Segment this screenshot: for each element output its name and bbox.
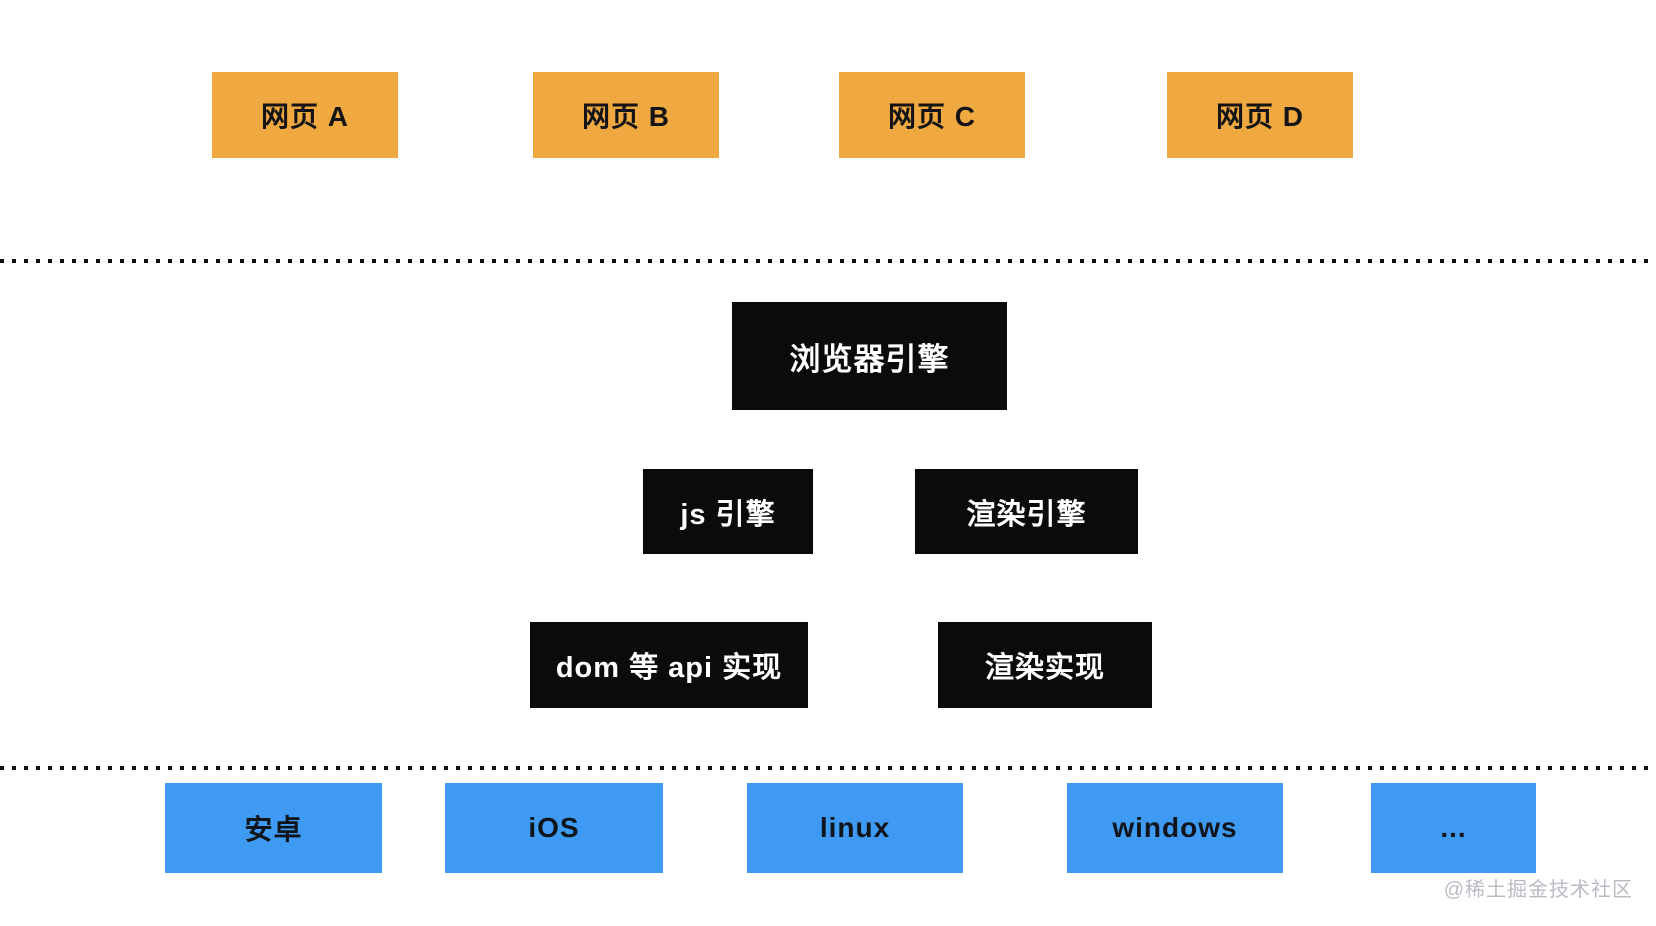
webpage-d-node: 网页 D [1167,72,1353,158]
browser-engine-node: 浏览器引擎 [732,302,1007,410]
dom-api-implementation-node: dom 等 api 实现 [530,622,808,708]
top-dotted-separator [0,259,1656,263]
js-engine-node: js 引擎 [643,469,813,554]
platform-android-node: 安卓 [165,783,382,873]
platform-windows-node: windows [1067,783,1283,873]
render-implementation-node: 渲染实现 [938,622,1152,708]
webpage-b-node: 网页 B [533,72,719,158]
platform-more-node: ... [1371,783,1536,873]
platform-linux-node: linux [747,783,963,873]
bottom-dotted-separator [0,766,1656,770]
webpage-c-node: 网页 C [839,72,1025,158]
platform-ios-node: iOS [445,783,663,873]
render-engine-node: 渲染引擎 [915,469,1138,554]
juejin-watermark: @稀土掘金技术社区 [1443,879,1633,901]
webpage-a-node: 网页 A [212,72,398,158]
